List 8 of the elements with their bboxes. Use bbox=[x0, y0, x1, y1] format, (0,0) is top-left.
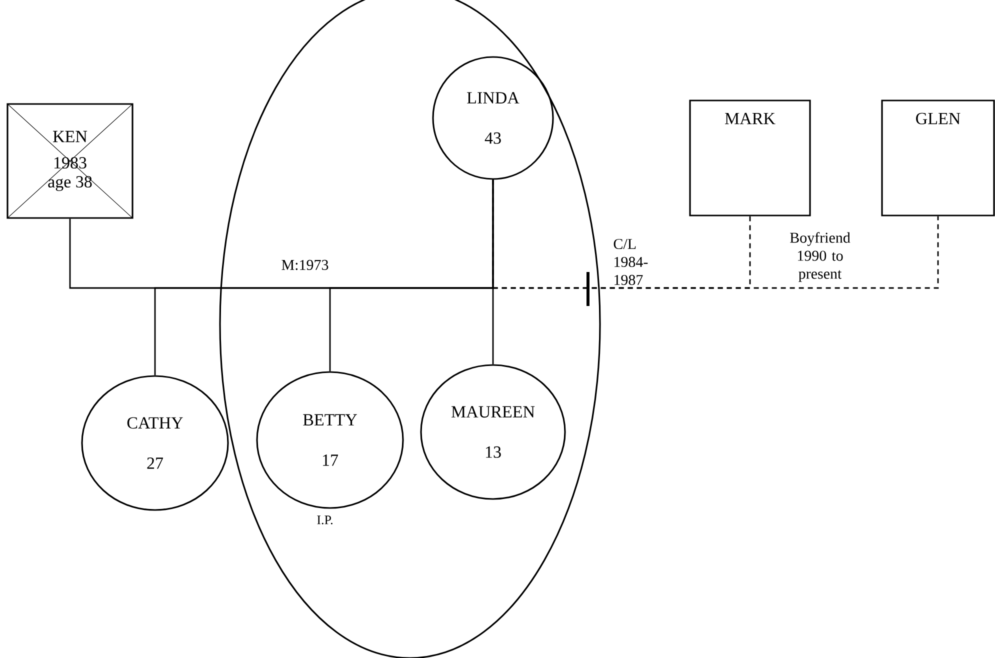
edge-label: M:1973 bbox=[282, 260, 328, 270]
male-box: GLEN bbox=[881, 100, 995, 216]
note-label: I.P. bbox=[317, 516, 332, 524]
relationship-line bbox=[492, 180, 939, 289]
male-box: MARK bbox=[689, 100, 811, 216]
edge-label: C/L 1984-1987 bbox=[614, 238, 648, 286]
edge-label: Boyfriend 1990 to present bbox=[790, 232, 850, 282]
household-boundary bbox=[219, 0, 601, 658]
